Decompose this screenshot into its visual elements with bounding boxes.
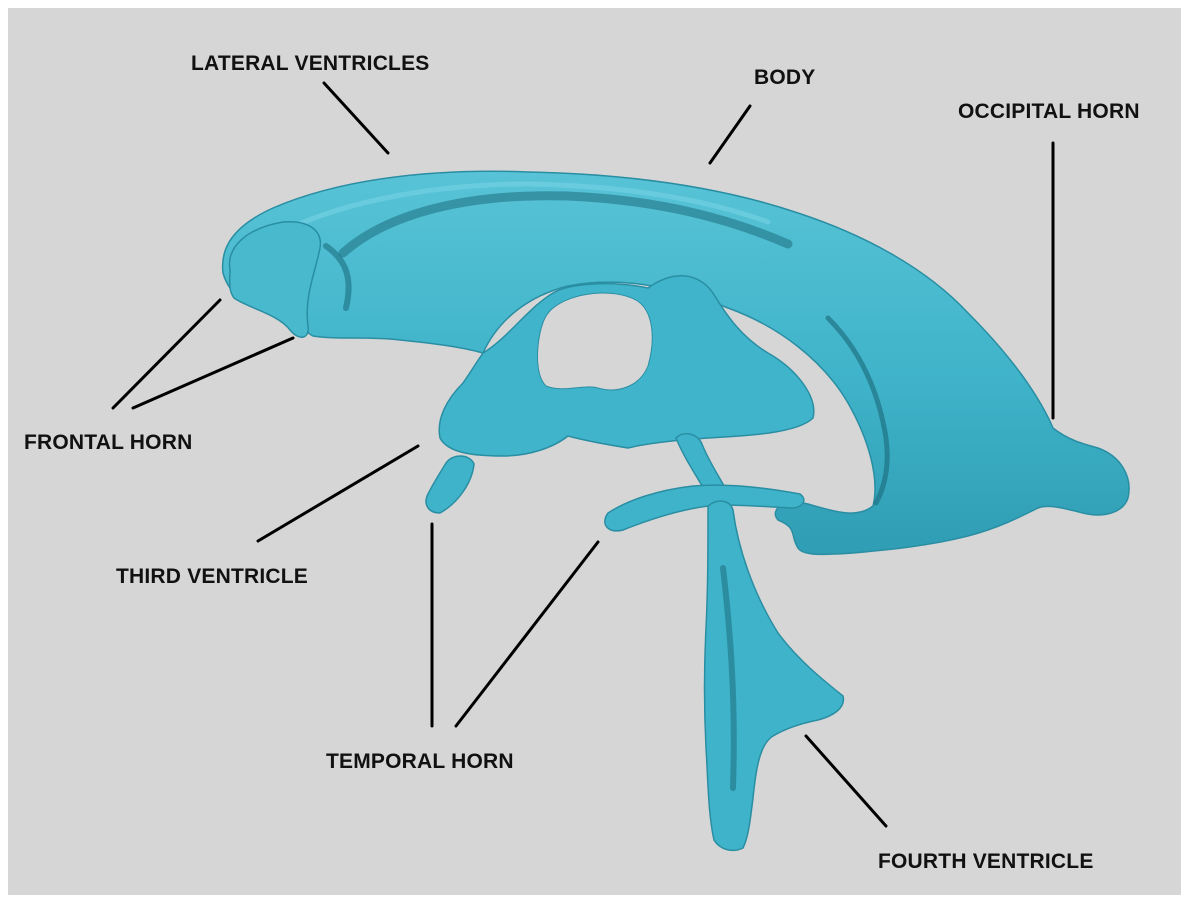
leader-line-frontal-horn-2 bbox=[133, 338, 293, 408]
leader-line-lateral-ventricles bbox=[324, 83, 388, 153]
temporal-horn-right-piece bbox=[605, 485, 804, 531]
leader-line-temporal-horn-2 bbox=[456, 542, 598, 726]
label-frontal-horn: FRONTAL HORN bbox=[24, 431, 192, 455]
label-third-ventricle: THIRD VENTRICLE bbox=[116, 565, 308, 589]
frontal-horn-lobe bbox=[230, 222, 321, 337]
leader-line-third-ventricle bbox=[258, 446, 418, 541]
temporal-horn-left-piece bbox=[426, 456, 474, 513]
label-occipital-horn: OCCIPITAL HORN bbox=[958, 100, 1140, 124]
label-lateral-ventricles: LATERAL VENTRICLES bbox=[191, 52, 430, 76]
leader-line-body bbox=[710, 106, 750, 163]
figure-frame: LATERAL VENTRICLES BODY OCCIPITAL HORN F… bbox=[8, 8, 1181, 895]
label-body: BODY bbox=[754, 66, 815, 90]
leader-line-fourth-ventricle bbox=[806, 736, 886, 826]
label-fourth-ventricle: FOURTH VENTRICLE bbox=[878, 850, 1094, 874]
interthalamic-hole bbox=[538, 293, 653, 390]
label-temporal-horn: TEMPORAL HORN bbox=[326, 750, 514, 774]
